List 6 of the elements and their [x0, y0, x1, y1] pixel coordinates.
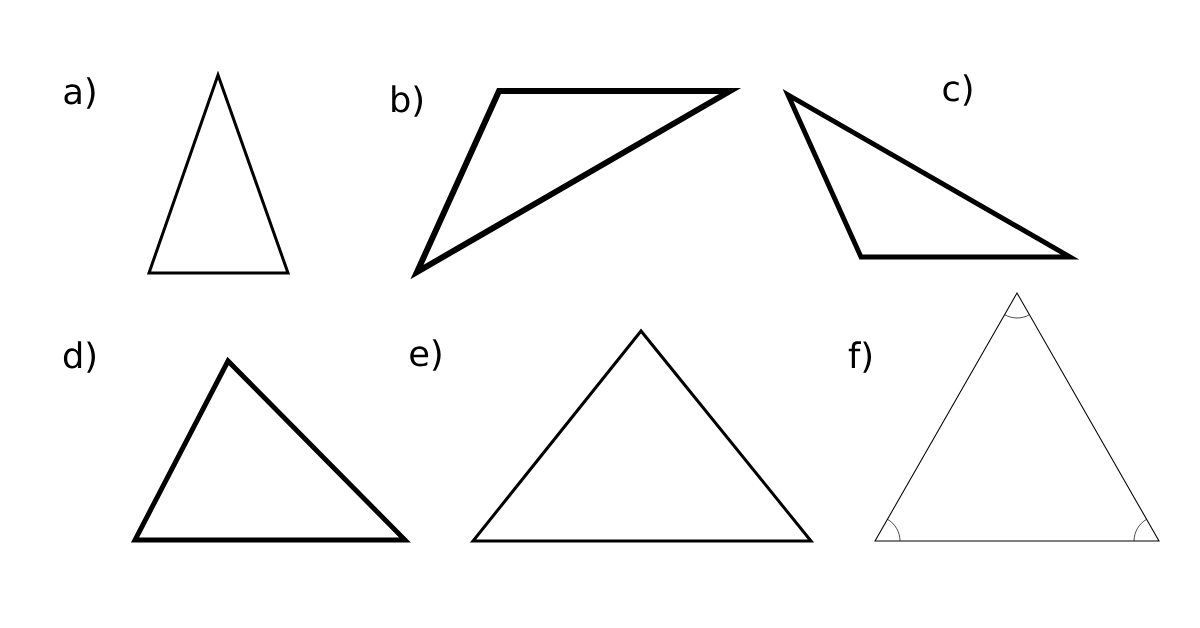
- figure-label: d): [63, 341, 95, 373]
- figure-label: e): [410, 339, 441, 371]
- figure-label: b): [392, 85, 422, 117]
- figure-label: f): [848, 341, 872, 373]
- figure-label: a): [64, 77, 95, 109]
- figure-label: c): [943, 74, 972, 106]
